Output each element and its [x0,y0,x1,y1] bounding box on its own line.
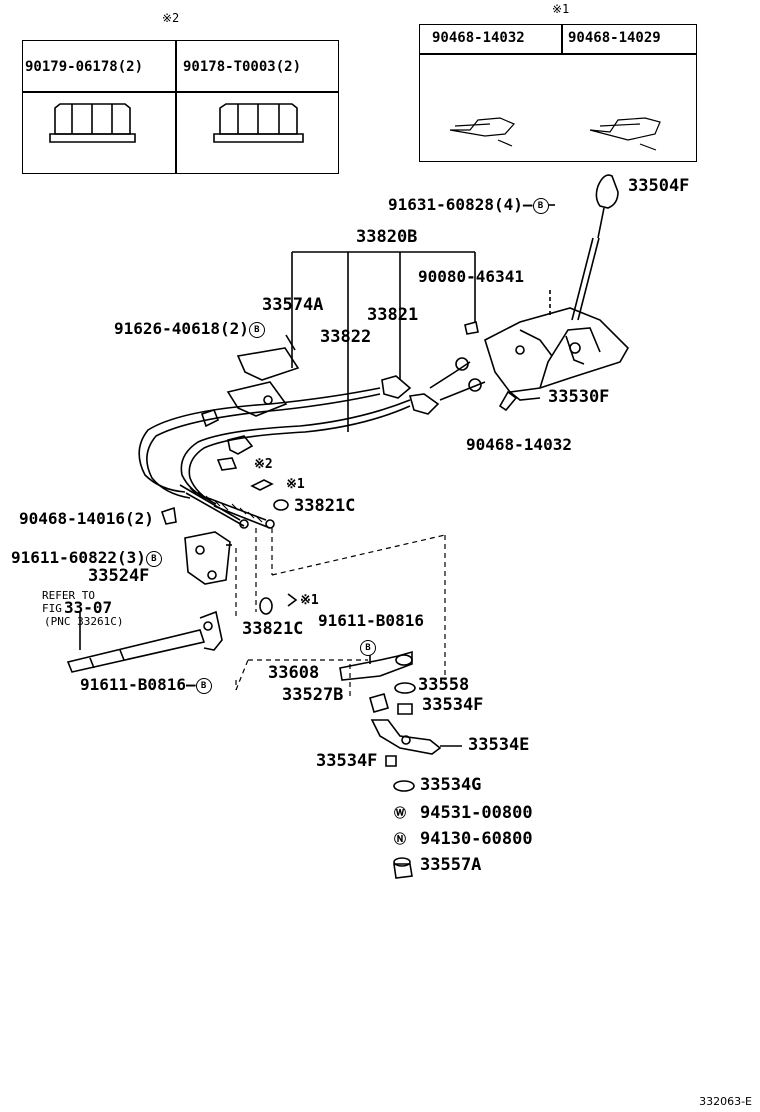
bracket-icon [184,531,232,585]
shift-lever-base-icon [464,307,629,401]
label-33527b: 33527B [282,685,344,705]
label-clip-left: 90468-14016(2) [19,509,154,528]
left-table-col1: 90179-06178(2) [25,59,144,75]
label-refer-line1: REFER TO [42,589,95,602]
label-mark-2: ※2 [254,457,273,472]
nut-icon: Ⓝ [394,832,407,846]
flange-nut-icon [49,103,136,143]
diagram-code: 332063-E [699,1095,752,1108]
right-table-mark: ※1 [552,2,570,16]
label-clip-bottom: 90468-14032 [466,435,572,454]
label-grommet: 90080-46341 [418,267,524,286]
label-washer: 94531-00800 [420,803,533,823]
label-33534e: 33534E [468,735,530,755]
label-mark-1b: ※1 [300,593,319,608]
label-cable-select: 33821 [367,305,419,325]
label-bolt-lever: 91611-B0816 [318,611,424,630]
label-bolt-top: 91631-60828(4)—B [388,196,549,214]
label-bolt-bracket-text: 91611-60822(3) [11,548,146,567]
flange-nut-icon [213,103,304,143]
label-cap: 33557A [420,855,482,875]
label-lever-base: 33530F [548,387,610,407]
label-bolt-left-text: 91626-40618(2) [114,319,249,338]
label-bushing-3: 33558 [418,675,470,695]
label-bracket: 33524F [88,566,150,586]
label-bushing-1: 33821C [294,496,356,516]
transmission-shaft-icon [66,610,223,673]
right-table-col2: 90468-14029 [568,30,661,46]
clip-icon [589,117,661,151]
label-cable-assy: 33820B [356,227,418,247]
label-knob: 33504F [628,176,690,196]
label-retainer-plate: 33574A [262,295,324,315]
left-table-col2: 90178-T0003(2) [183,59,302,75]
label-refer-num: 33-07 [64,598,113,617]
label-lever-arm: 33608 [268,663,320,683]
shift-knob-icon [571,174,619,321]
label-mark-1: ※1 [286,477,305,492]
label-bolt-top-text: 91631-60828(4) [388,195,523,214]
circle-b-icon: B [145,550,162,567]
clip-icon [449,117,516,147]
label-bolt-bottom-left-text: 91611-B0816 [80,675,186,694]
label-33534f-b: 33534F [316,751,378,771]
label-bolt-bottom-left: 91611-B0816—B [80,676,212,694]
label-refer-pnc: (PNC 33261C) [44,615,124,628]
label-bolt-bracket: 91611-60822(3)B [11,549,162,567]
circle-b-icon: B [248,321,265,338]
left-table-mark: ※2 [162,11,180,25]
left-parts-table: 90179-06178(2) 90178-T0003(2) [22,40,339,174]
label-nut: 94130-60800 [420,829,533,849]
circle-b-icon: B [360,640,376,656]
label-33534g: 33534G [420,775,482,795]
right-parts-table: 90468-14032 90468-14029 [419,24,697,162]
circle-b-icon: B [195,677,212,694]
right-table-col1: 90468-14032 [432,30,525,46]
label-bushing-2: 33821C [242,619,304,639]
label-cable-shift: 33822 [320,327,372,347]
label-33534f-a: 33534F [422,695,484,715]
label-bolt-left: 91626-40618(2)B [114,320,265,338]
washer-icon: Ⓦ [394,806,407,820]
circle-b-icon: B [532,197,549,214]
label-refer-fig: FIG [42,602,62,615]
